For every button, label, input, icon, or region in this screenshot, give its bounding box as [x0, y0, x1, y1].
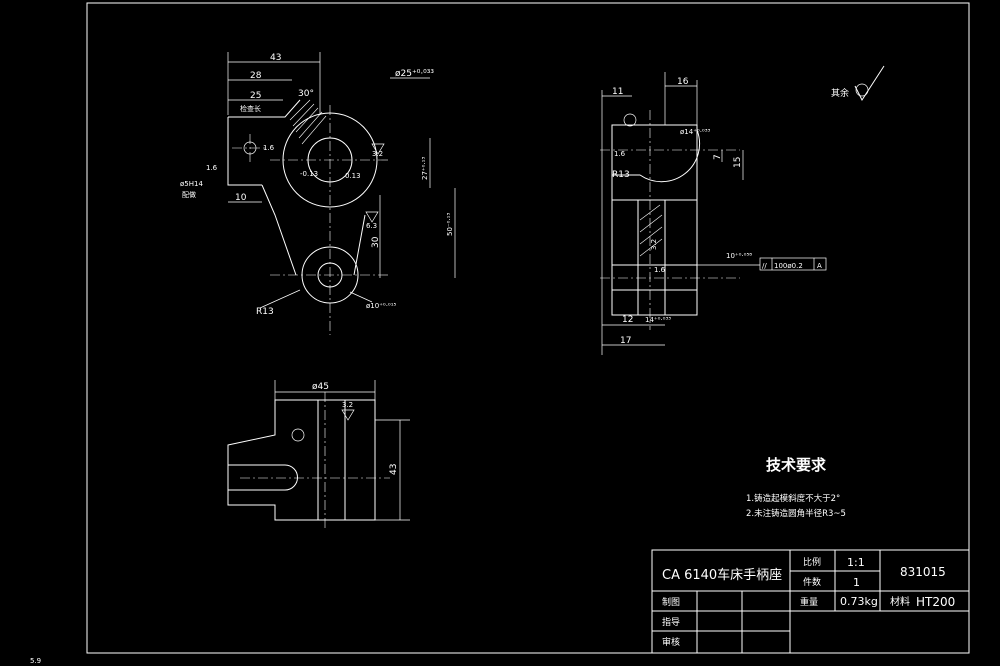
- scale-value: 1:1: [847, 556, 865, 569]
- qty-label: 件数: [803, 576, 821, 588]
- roughness-other-symbol: 其余: [831, 65, 885, 102]
- gdt-value: 100ø0.2: [774, 262, 803, 270]
- gdt-datum: A: [817, 262, 822, 270]
- title-block: CA 6140车床手柄座 比例 1:1 件数 1 831015 重量 0.73k…: [651, 549, 970, 654]
- side-view: 11 16 ø14⁺⁰·⁰³³ 1.6 R13 7 15 10⁺⁰·⁰⁵⁸ //…: [600, 72, 827, 355]
- dim-15: 15: [733, 157, 743, 168]
- dim-d45: ø45: [312, 382, 329, 392]
- label-peizuan: 配做: [182, 190, 196, 199]
- dim-28: 28: [250, 71, 262, 81]
- dim-14: 14⁺⁰·⁰³³: [645, 316, 671, 324]
- dim-ra-32-side: 3.2: [650, 239, 658, 250]
- tech-requirements: 技术要求 1.铸造起模斜度不大于2° 2.未注铸造圆角半径R3~5: [746, 456, 846, 519]
- dim-hole-5: ø5H14: [180, 180, 203, 188]
- tech-req-item-1: 1.铸造起模斜度不大于2°: [746, 493, 840, 504]
- dim-bore-25: ø25⁺⁰·⁰³³: [395, 69, 434, 79]
- dim-ra-32: 3.2: [372, 150, 383, 158]
- qty-value: 1: [853, 576, 860, 589]
- weight-value: 0.73kg: [840, 595, 878, 608]
- dim-10: 10: [235, 193, 247, 203]
- dim-bore-14: ø14⁺⁰·⁰³³: [680, 128, 711, 136]
- dim-ra-16-side: 1.6: [654, 266, 666, 274]
- top-view: ø45 43 3.2: [227, 380, 410, 530]
- dim-ra-16: 1.6: [614, 150, 626, 158]
- dim-7: 7: [713, 154, 723, 160]
- guide-label: 指导: [662, 616, 680, 628]
- material-label: 材料: [890, 595, 910, 608]
- tech-req-item-2: 2.未注铸造圆角半径R3~5: [746, 508, 846, 519]
- dim-ra-63: 6.3: [366, 222, 377, 230]
- dim-tol: -0.13: [300, 170, 318, 178]
- scale-label: 比例: [803, 556, 821, 568]
- material-value: HT200: [916, 595, 955, 609]
- part-name: CA 6140车床手柄座: [662, 567, 782, 583]
- tech-req-title: 技术要求: [766, 456, 827, 474]
- drawn-label: 制图: [662, 596, 680, 608]
- drawing-number: 831015: [900, 565, 946, 579]
- label-jianzhuchang: 检查长: [240, 104, 261, 113]
- dim-bore-10: ø10⁺⁰·⁰¹⁵: [366, 302, 397, 310]
- roughness-other-label: 其余: [831, 87, 849, 99]
- dim-17: 17: [620, 336, 631, 346]
- dim-10-side: 10⁺⁰·⁰⁵⁸: [726, 252, 752, 260]
- weight-label: 重量: [800, 596, 818, 608]
- dim-30: 30: [371, 236, 381, 248]
- dim-angle-30: 30°: [298, 89, 314, 99]
- dim-r13: R13: [256, 307, 274, 317]
- corner-label: 5.9: [30, 657, 41, 665]
- dim-013: 0.13: [345, 172, 361, 180]
- dim-r13-side: R13: [612, 170, 630, 180]
- dim-ra-32-top: 3.2: [342, 401, 353, 409]
- dim-ra-16b: 1.6: [206, 164, 218, 172]
- dim-12: 12: [622, 315, 633, 325]
- dim-11: 11: [612, 87, 623, 97]
- dim-ra-16: 1.6: [263, 144, 275, 152]
- gdt-symbol: //: [762, 262, 767, 270]
- drawing-border: [86, 2, 970, 654]
- dim-50: 50⁻⁰·¹³: [446, 213, 454, 236]
- dim-43-top: 43: [389, 464, 399, 475]
- dim-16: 16: [677, 77, 689, 87]
- front-view: 43 28 25 检查长 30° ø25⁺⁰·⁰³³ 1.6 ø5H14 配做 …: [180, 52, 456, 335]
- review-label: 审核: [662, 636, 680, 648]
- dim-25: 25: [250, 91, 261, 101]
- dim-27: 27⁺⁰·¹³: [421, 157, 429, 180]
- dim-43: 43: [270, 53, 281, 63]
